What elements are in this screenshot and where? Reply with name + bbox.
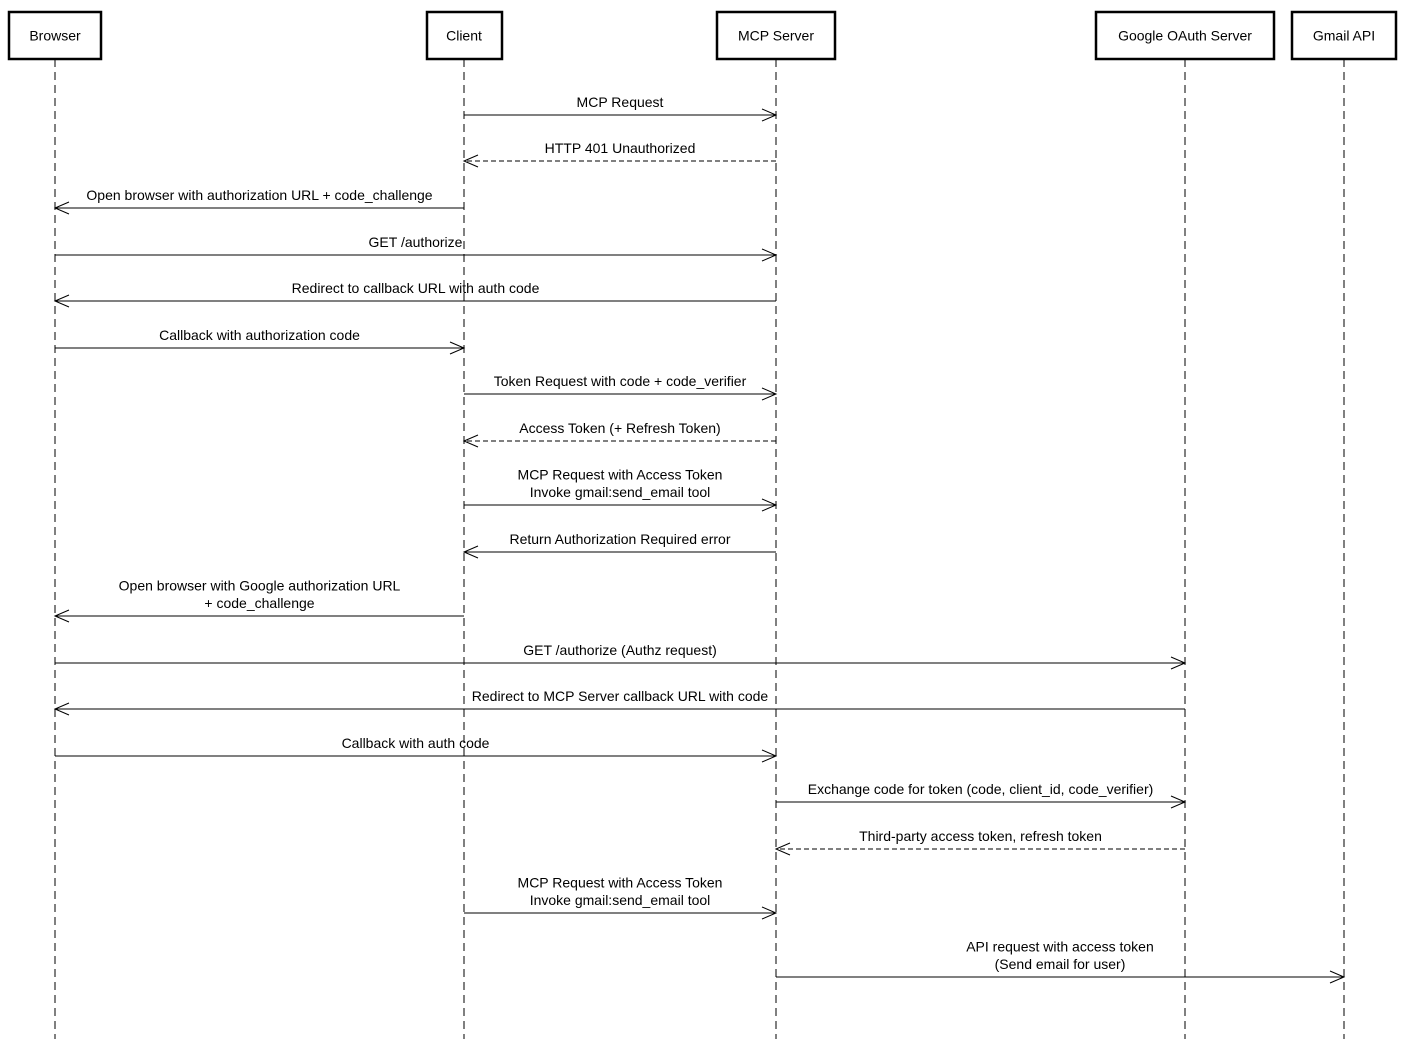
- arrowhead-icon: [761, 108, 778, 122]
- message-11: Open browser with Google authorization U…: [53, 578, 464, 623]
- message-label: Access Token (+ Refresh Token): [519, 420, 720, 436]
- arrowhead-icon: [1170, 656, 1187, 670]
- participant-label: Gmail API: [1313, 28, 1375, 44]
- participant-mcp: MCP Server: [715, 10, 837, 61]
- message-label: MCP Request: [577, 94, 664, 110]
- message-label: Redirect to callback URL with auth code: [292, 280, 540, 296]
- message-label: Open browser with authorization URL + co…: [86, 187, 432, 203]
- message-label: Token Request with code + code_verifier: [494, 373, 747, 389]
- participant-box: [1094, 10, 1276, 61]
- arrowhead-icon: [462, 434, 479, 448]
- message-18: API request with access token(Send email…: [776, 939, 1346, 984]
- message-label: Callback with authorization code: [159, 327, 360, 343]
- lifelines: [54, 59, 1345, 1039]
- message-label: Exchange code for token (code, client_id…: [808, 781, 1154, 797]
- arrowhead-icon: [774, 842, 791, 856]
- message-7: Token Request with code + code_verifier: [464, 373, 778, 401]
- arrowhead-icon: [462, 154, 479, 168]
- message-3: Open browser with authorization URL + co…: [53, 187, 464, 215]
- participant-gmail: Gmail API: [1290, 10, 1398, 61]
- participants: Browser Client MCP Server Google OAuth Serv…: [7, 10, 1398, 61]
- arrowhead-icon: [761, 248, 778, 262]
- message-14: Callback with auth code: [55, 735, 778, 763]
- participant-box: [1290, 10, 1398, 61]
- participant-box: [425, 10, 504, 61]
- message-label: MCP Request with Access Token: [518, 467, 723, 483]
- message-label: Callback with auth code: [342, 735, 490, 751]
- arrowhead-icon: [761, 749, 778, 763]
- participant-box: [7, 10, 103, 61]
- participant-google: Google OAuth Server: [1094, 10, 1276, 61]
- message-label: Redirect to MCP Server callback URL with…: [472, 688, 769, 704]
- message-15: Exchange code for token (code, client_id…: [776, 781, 1187, 809]
- message-label: Invoke gmail:send_email tool: [530, 484, 711, 500]
- arrowhead-icon: [462, 545, 479, 559]
- arrowhead-icon: [53, 201, 70, 215]
- message-label: Third-party access token, refresh token: [859, 828, 1102, 844]
- arrowhead-icon: [1170, 795, 1187, 809]
- arrowhead-icon: [53, 294, 70, 308]
- message-13: Redirect to MCP Server callback URL with…: [53, 688, 1185, 716]
- message-2: HTTP 401 Unauthorized: [462, 140, 776, 168]
- message-8: Access Token (+ Refresh Token): [462, 420, 776, 448]
- arrowhead-icon: [761, 906, 778, 920]
- message-label: GET /authorize: [369, 234, 463, 250]
- message-4: GET /authorize: [55, 234, 778, 262]
- message-5: Redirect to callback URL with auth code: [53, 280, 776, 308]
- arrowhead-icon: [1329, 970, 1346, 984]
- participant-label: Client: [446, 28, 482, 44]
- participant-label: Google OAuth Server: [1118, 28, 1252, 44]
- message-label: HTTP 401 Unauthorized: [545, 140, 696, 156]
- message-label: MCP Request with Access Token: [518, 875, 723, 891]
- message-1: MCP Request: [464, 94, 778, 122]
- message-label: Invoke gmail:send_email tool: [530, 892, 711, 908]
- arrowhead-icon: [53, 702, 70, 716]
- arrowhead-icon: [53, 609, 70, 623]
- message-16: Third-party access token, refresh token: [774, 828, 1185, 856]
- message-12: GET /authorize (Authz request): [55, 642, 1187, 670]
- message-10: Return Authorization Required error: [462, 531, 776, 559]
- message-label: Return Authorization Required error: [509, 531, 730, 547]
- participant-browser: Browser: [7, 10, 103, 61]
- arrowhead-icon: [449, 341, 466, 355]
- message-label: GET /authorize (Authz request): [523, 642, 717, 658]
- arrowhead-icon: [761, 387, 778, 401]
- message-label: Open browser with Google authorization U…: [119, 578, 401, 594]
- message-label: API request with access token: [966, 939, 1154, 955]
- message-6: Callback with authorization code: [55, 327, 466, 355]
- arrowhead-icon: [761, 498, 778, 512]
- participant-label: MCP Server: [738, 28, 814, 44]
- participant-client: Client: [425, 10, 504, 61]
- message-label: (Send email for user): [995, 956, 1126, 972]
- message-label: + code_challenge: [204, 595, 314, 611]
- participant-label: Browser: [29, 28, 81, 44]
- participant-box: [715, 10, 837, 61]
